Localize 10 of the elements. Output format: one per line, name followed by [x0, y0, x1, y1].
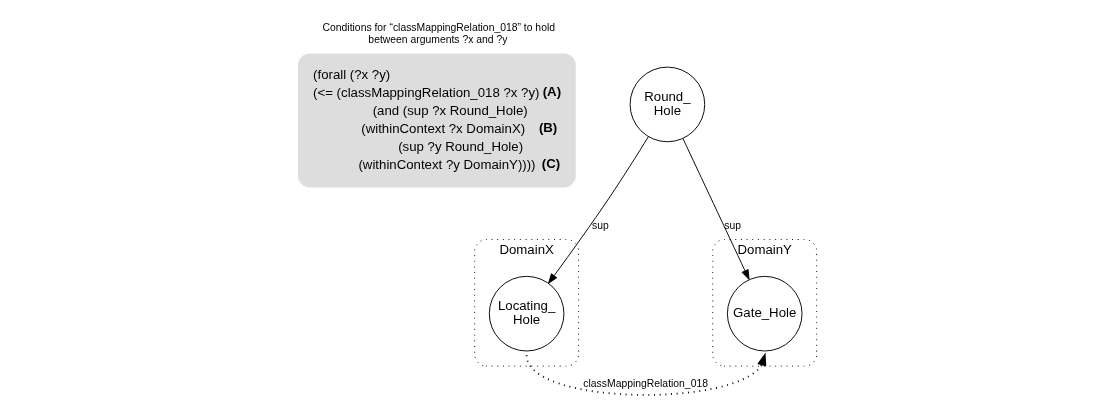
edge-label: sup: [723, 219, 741, 231]
edge-label: sup: [591, 219, 609, 231]
node-label: Conditions for “classMappingRelation_018” to hold between arguments ?x and ?y: [322, 22, 555, 45]
node-box: (forall (?x ?y) (<= (classMappingRelation_018 ?x ?y) (A) (and (sup ?x Round_Hole) (withinContext ?x DomainX) (B) (sup ?y Round_Hole) (withinContext ?y DomainY)))) (C): [297, 53, 576, 188]
arrow: [547, 136, 649, 284]
node-circle: Gate_Hole: [726, 275, 802, 352]
node-circle: Round_ Hole: [629, 66, 705, 143]
arrow: [682, 138, 750, 280]
arrow: [525, 352, 766, 396]
edge-label: classMappingRelation_018: [582, 378, 708, 390]
